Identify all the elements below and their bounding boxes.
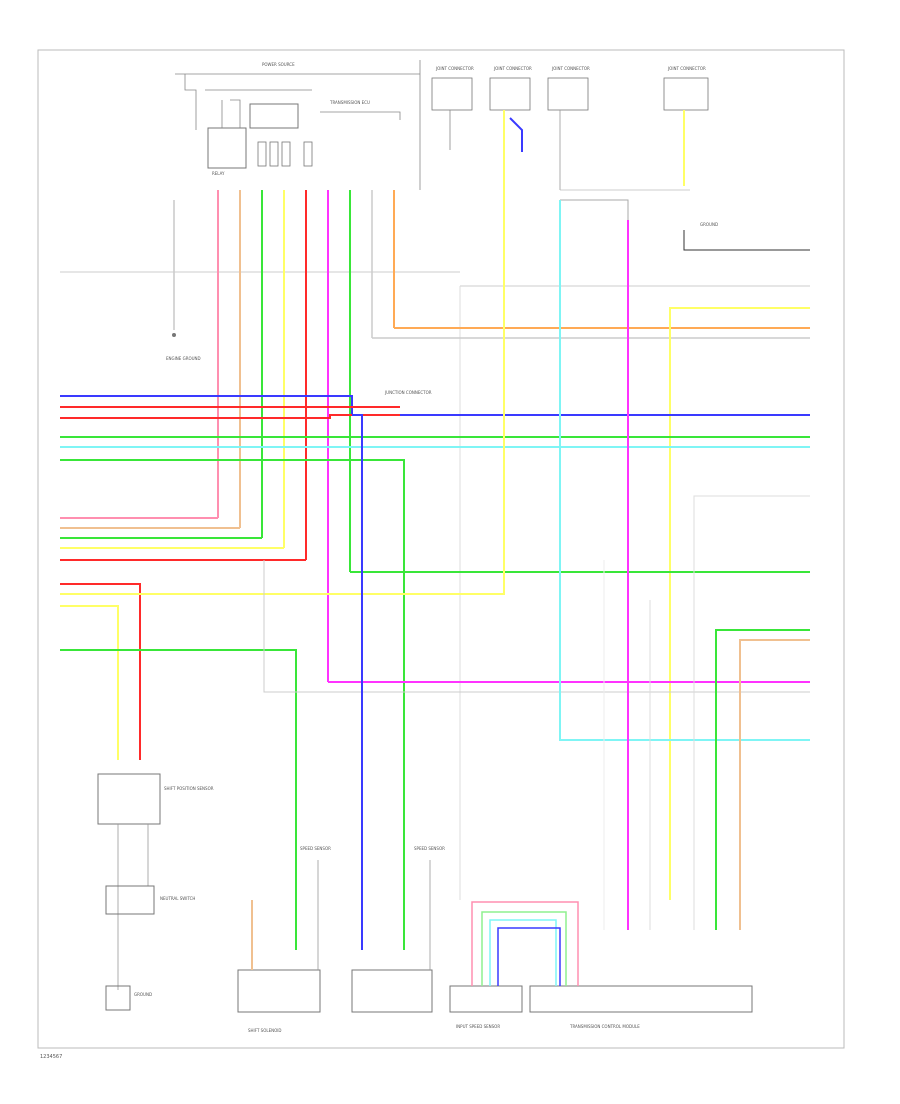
left-ground-box: [105, 985, 131, 1011]
wire-blue-v2: [352, 414, 363, 950]
transmission-module-box: [529, 985, 753, 1013]
wire-pink-584: [60, 583, 141, 760]
ground-right-label: GROUND: [700, 222, 718, 227]
power-feed-1: [184, 74, 197, 130]
joint-connector-1-label: JOINT CONNECTOR: [435, 66, 474, 71]
shift-position-sensor: [97, 773, 161, 825]
footer-code: 1234567: [40, 1054, 62, 1060]
wire-yellow-594: [60, 130, 505, 595]
power-source-label: POWER SOURCE: [262, 62, 295, 67]
left-ground-label: GROUND: [134, 992, 152, 997]
joint-connector-2: [489, 77, 531, 111]
feed-right-7: [509, 117, 523, 152]
feed-right-5: [683, 230, 810, 251]
joint-connector-3: [547, 77, 589, 111]
wire-tan-640: [739, 639, 810, 930]
fuse-4: [303, 141, 313, 167]
input-speed-sensor-box: [449, 985, 523, 1013]
joint-connector-3-label: JOINT CONNECTOR: [551, 66, 590, 71]
wire-gray-692: [263, 560, 810, 693]
speed-sensor-1-label: SPEED SENSOR: [300, 846, 331, 851]
loop-red: [471, 901, 579, 986]
relay-block: [207, 127, 247, 169]
wire-yellow-606: [60, 605, 119, 760]
neutral-switch: [105, 885, 155, 915]
ecu-top-bracket: [320, 111, 401, 120]
wire-yellow-308: [669, 307, 810, 900]
shift-solenoid-label: SHIFT SOLENOID: [248, 1028, 282, 1033]
engine-ground-symbol: [172, 333, 176, 337]
fuse-1: [257, 141, 267, 167]
wire-lightgreen-650: [60, 649, 297, 950]
fuse-3: [281, 141, 291, 167]
speed-sensor-box: [351, 969, 433, 1013]
shift-position-sensor-label: SHIFT POSITION SENSOR: [164, 786, 214, 791]
loop-cyan: [489, 919, 557, 986]
wire-cyan-v: [559, 200, 810, 741]
feed-right-8: [560, 199, 629, 220]
wire-green-630: [715, 629, 810, 930]
joint-connector-1: [431, 77, 473, 111]
relay-block-label: RELAY: [212, 171, 225, 176]
wire-red-hl: [60, 414, 400, 419]
joint-connector-4-label: JOINT CONNECTOR: [667, 66, 706, 71]
loop-green: [481, 911, 567, 986]
wire-lightgreen-460: [60, 459, 405, 950]
loop-blue: [497, 927, 561, 986]
transmission-ecu-top-label: TRANSMISSION ECU: [329, 100, 370, 105]
joint-connector-4: [663, 77, 709, 111]
joint-connector-2-label: JOINT CONNECTOR: [493, 66, 532, 71]
mid-connector-label: JUNCTION CONNECTOR: [384, 390, 432, 395]
wire-blue-396: [60, 395, 810, 416]
shift-solenoid-box: [237, 969, 321, 1013]
fuse-2: [269, 141, 279, 167]
transmission-module-label: TRANSMISSION CONTROL MODULE: [569, 1024, 640, 1029]
fuse-box-top: [249, 103, 299, 129]
diagram-frame: [37, 49, 845, 1049]
engine-ground-label: ENGINE GROUND: [166, 356, 201, 361]
wire-lightgray-496: [693, 495, 810, 930]
neutral-switch-label: NEUTRAL SWITCH: [160, 896, 195, 901]
speed-sensor-2-label: SPEED SENSOR: [414, 846, 445, 851]
input-speed-sensor-label: INPUT SPEED SENSOR: [456, 1024, 500, 1029]
relay-wire-2: [230, 99, 241, 128]
